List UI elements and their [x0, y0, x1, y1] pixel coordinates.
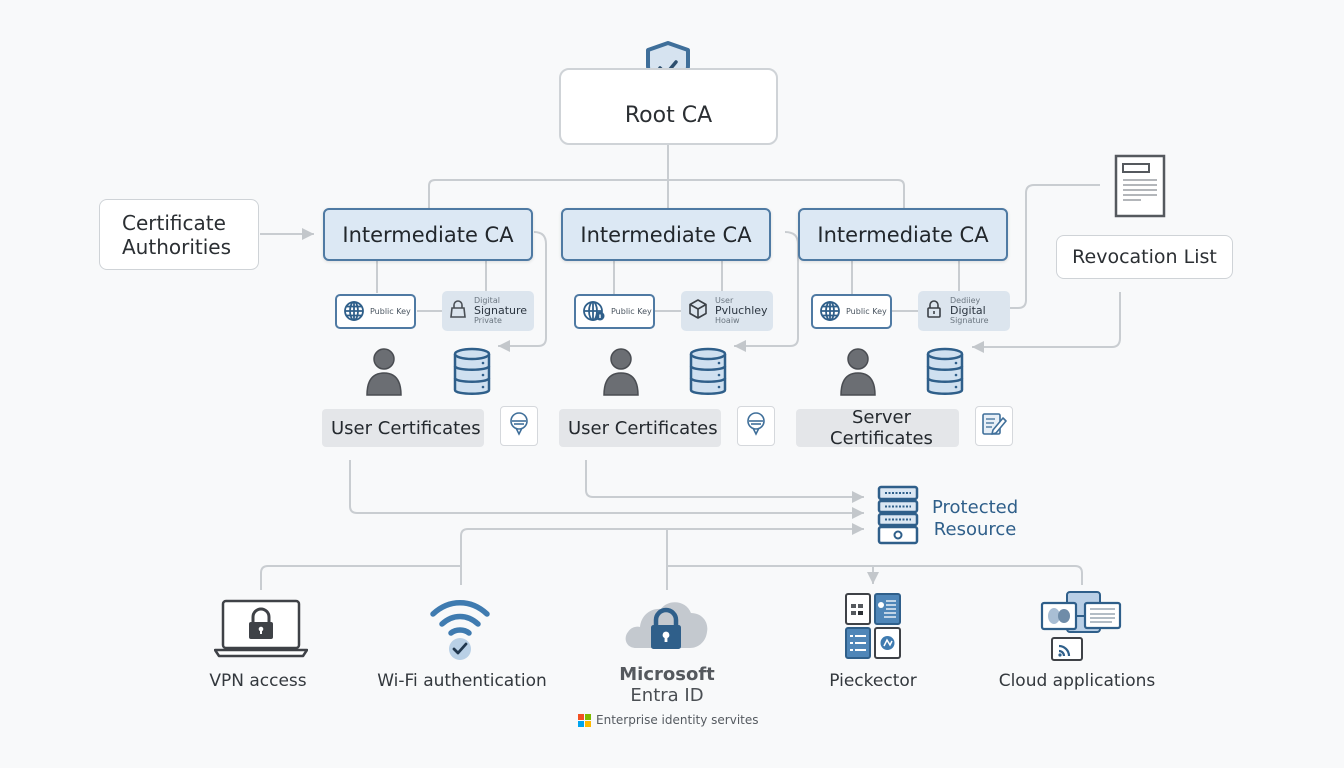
globe-icon: [819, 300, 841, 324]
signature-line1: User: [715, 295, 734, 305]
signature-line2: Digital: [950, 304, 986, 318]
entra-sublabel-text: Enterprise identity servites: [596, 713, 759, 727]
signature-line1: Dediiey: [950, 295, 981, 305]
service-pieckector[interactable]: [844, 592, 902, 660]
pin-button-2[interactable]: [737, 406, 775, 446]
edit-document-icon: [981, 411, 1007, 441]
service-label-entra: Microsoft Entra ID: [619, 664, 715, 706]
signature-line3: Hoaiw: [715, 315, 740, 325]
service-label-cloud-apps: Cloud applications: [998, 671, 1156, 691]
database-icon: [452, 346, 492, 402]
certificates-label: User Certificates: [331, 417, 481, 439]
globe-badge-icon: [582, 300, 606, 324]
pin-button-1[interactable]: [500, 406, 538, 446]
revocation-list-label: Revocation List: [1072, 246, 1217, 268]
intermediate-ca-label: Intermediate CA: [580, 222, 752, 247]
certificates-label: User Certificates: [568, 417, 718, 439]
root-ca-label: Root CA: [624, 103, 713, 128]
server-icon: [876, 485, 920, 549]
public-key-node-2[interactable]: Public Key: [574, 294, 655, 329]
microsoft-logo-icon: [578, 713, 591, 727]
cloud-lock-icon: [622, 602, 710, 658]
database-icon: [688, 346, 728, 402]
service-wifi[interactable]: [427, 596, 493, 662]
service-label-wifi: Wi-Fi authentication: [377, 671, 547, 691]
user-icon: [838, 347, 878, 401]
edit-document-button[interactable]: [975, 406, 1013, 446]
certificates-label: Server Certificates: [830, 407, 933, 449]
callout-line2: Authorities: [122, 234, 232, 259]
service-entra[interactable]: [622, 596, 710, 654]
public-key-label: Public Key: [611, 307, 652, 316]
laptop-lock-icon: [213, 599, 309, 662]
user-icon: [364, 347, 404, 401]
public-key-label: Public Key: [370, 307, 411, 316]
intermediate-ca-node-1[interactable]: Intermediate CA: [323, 208, 533, 261]
service-vpn[interactable]: [213, 598, 309, 658]
entra-label-line1: Microsoft: [619, 664, 715, 685]
signature-line3: Private: [474, 315, 502, 325]
intermediate-ca-node-2[interactable]: Intermediate CA: [561, 208, 771, 261]
protected-resource-line1: Protected: [932, 497, 1019, 518]
signature-line1: Digital: [474, 295, 500, 305]
entra-label-line2: Entra ID: [630, 684, 704, 706]
server-certificates-node[interactable]: Server Certificates: [796, 407, 959, 449]
intermediate-ca-node-3[interactable]: Intermediate CA: [798, 208, 1008, 261]
database-icon: [925, 346, 965, 402]
user-certificates-node-1[interactable]: User Certificates: [322, 409, 484, 447]
certificate-authorities-callout: Certificate Authorities: [99, 199, 259, 270]
user-certificates-node-2[interactable]: User Certificates: [559, 409, 721, 447]
signature-line2: Pvluchley: [715, 304, 768, 318]
service-label-pieckector: Pieckector: [829, 671, 917, 691]
intermediate-ca-label: Intermediate CA: [342, 222, 514, 247]
user-icon: [601, 347, 641, 401]
signature-line3: Signature: [950, 315, 989, 325]
globe-icon: [343, 300, 365, 324]
revocation-list-node[interactable]: Revocation List: [1056, 235, 1233, 279]
protected-resource-label: Protected Resource: [932, 497, 1018, 540]
intermediate-ca-label: Intermediate CA: [817, 222, 989, 247]
callout-line1: Certificate: [122, 210, 226, 235]
public-key-label: Public Key: [846, 307, 887, 316]
cloud-apps-icon: [1040, 591, 1122, 666]
lock-icon: [450, 299, 466, 323]
cube-icon: [689, 299, 707, 323]
public-key-node-3[interactable]: Public Key: [811, 294, 892, 329]
signature-line2: Signature: [474, 304, 528, 318]
root-ca-node[interactable]: Root CA: [559, 68, 778, 145]
wifi-check-icon: [427, 600, 493, 666]
app-grid-icon: [844, 593, 902, 664]
document-icon: [1114, 154, 1166, 218]
public-key-node-1[interactable]: Public Key: [335, 294, 416, 329]
protected-resource-line2: Resource: [933, 518, 1017, 540]
service-cloud-apps[interactable]: [1040, 590, 1122, 662]
service-label-vpn: VPN access: [209, 671, 307, 691]
pin-icon: [745, 411, 767, 441]
entra-sublabel: Enterprise identity servites: [578, 713, 759, 727]
lock-icon: [926, 299, 942, 323]
pin-icon: [508, 411, 530, 441]
